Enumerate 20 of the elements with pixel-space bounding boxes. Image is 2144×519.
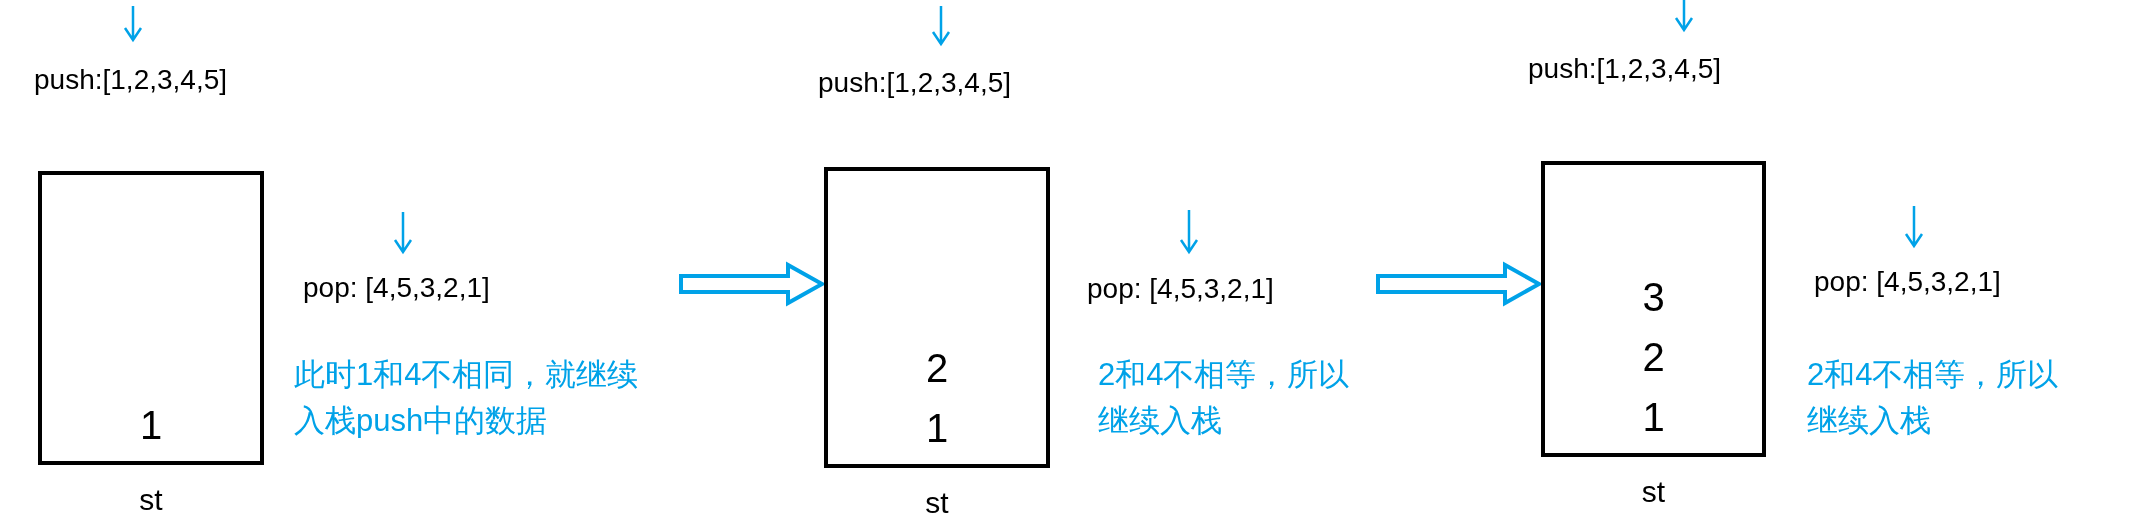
stack-value: 2 <box>1642 334 1665 381</box>
push-sequence: push:[1,2,3,4,5] <box>34 64 228 96</box>
stack-name: st <box>924 486 950 519</box>
stack-value: 1 <box>1642 394 1665 441</box>
step-arrow <box>1376 261 1544 307</box>
stack-name: st <box>138 483 164 517</box>
stack-value: 3 <box>1642 274 1665 321</box>
step-arrow <box>679 261 827 307</box>
step-note: 此时1和4不相同，就继续入栈push中的数据 <box>294 356 640 440</box>
stack-value: 2 <box>925 345 949 392</box>
push-sequence: push:[1,2,3,4,5] <box>818 67 1012 99</box>
step-note: 2和4不相等，所以继续入栈 <box>1098 356 1351 440</box>
stack-value: 1 <box>139 402 163 449</box>
push-sequence: push:[1,2,3,4,5] <box>1528 53 1722 85</box>
pop-sequence: pop: [4,5,3,2,1] <box>303 272 490 304</box>
pop-sequence: pop: [4,5,3,2,1] <box>1814 266 2001 298</box>
stack-value: 1 <box>925 405 949 452</box>
stack-name: st <box>1640 475 1667 509</box>
step-note: 2和4不相等，所以继续入栈 <box>1807 356 2060 440</box>
pop-sequence: pop: [4,5,3,2,1] <box>1087 273 1274 305</box>
